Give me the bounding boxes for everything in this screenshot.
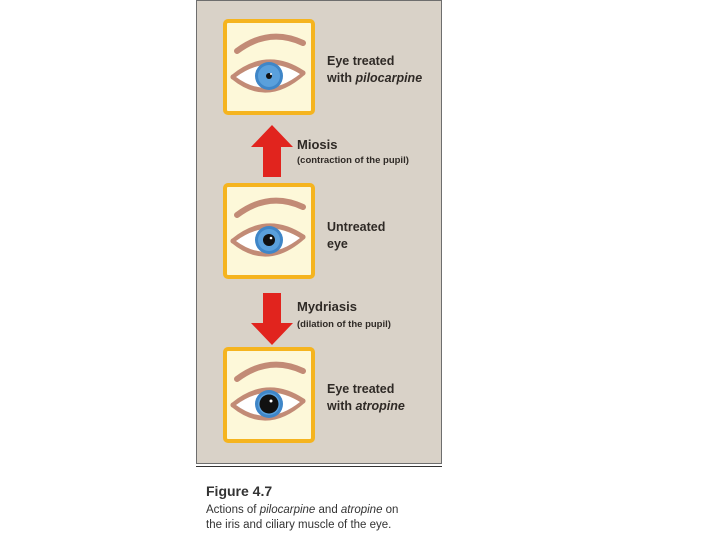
label-untreated: Untreated eye: [327, 219, 385, 253]
eye-untreated-icon: [227, 187, 311, 275]
figure-caption: Figure 4.7 Actions of pilocarpine and at…: [196, 466, 442, 533]
eye-box-atropine: [223, 347, 315, 443]
label-pilocarpine-prefix: with: [327, 71, 355, 85]
label-atropine-line2: with atropine: [327, 398, 405, 415]
label-untreated-prefix: eye: [327, 237, 348, 251]
caption-part-1: Actions of: [206, 504, 260, 516]
label-atropine-prefix: with: [327, 399, 355, 413]
caption-part-5: on: [382, 504, 398, 516]
caption-drug-1: pilocarpine: [260, 504, 316, 516]
label-pilocarpine: Eye treated with pilocarpine: [327, 53, 422, 87]
caption-title: Figure 4.7: [206, 483, 442, 499]
caption-part-3: and: [315, 504, 341, 516]
miosis-title: Miosis: [297, 137, 337, 152]
eye-box-pilocarpine: [223, 19, 315, 115]
label-untreated-line2: eye: [327, 236, 385, 253]
label-atropine: Eye treated with atropine: [327, 381, 405, 415]
eye-box-untreated: [223, 183, 315, 279]
caption-part-6: the iris and ciliary muscle of the eye.: [206, 519, 391, 531]
label-pilocarpine-line2: with pilocarpine: [327, 70, 422, 87]
caption-text: Actions of pilocarpine and atropine on th…: [206, 503, 442, 533]
mydriasis-subtitle: (dilation of the pupil): [297, 319, 391, 330]
down-arrow-icon: [251, 293, 293, 345]
eye-atropine-icon: [227, 351, 311, 439]
up-arrow-icon: [251, 125, 293, 177]
label-atropine-drug: atropine: [355, 399, 404, 413]
eye-pilocarpine-icon: [227, 23, 311, 111]
caption-drug-2: atropine: [341, 504, 383, 516]
mydriasis-title: Mydriasis: [297, 299, 357, 314]
miosis-subtitle: (contraction of the pupil): [297, 155, 409, 166]
label-atropine-line1: Eye treated: [327, 381, 405, 398]
label-untreated-line1: Untreated: [327, 219, 385, 236]
figure-panel: Eye treated with pilocarpine Miosis (con…: [196, 0, 442, 464]
label-pilocarpine-line1: Eye treated: [327, 53, 422, 70]
label-pilocarpine-drug: pilocarpine: [355, 71, 422, 85]
